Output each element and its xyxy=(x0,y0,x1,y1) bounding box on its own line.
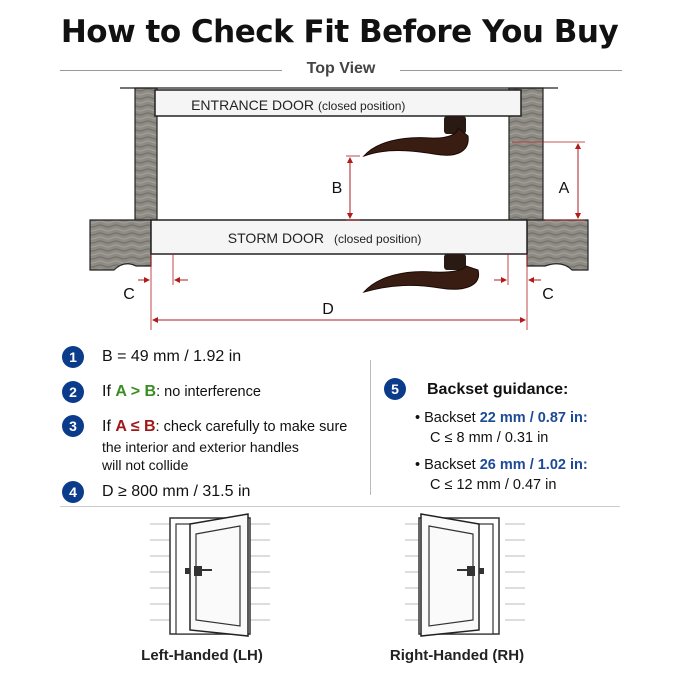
subtitle: Top View xyxy=(306,60,376,77)
spec-no-interference: If A > B: no interference xyxy=(102,383,261,400)
right-handed-caption: Right-Handed (RH) xyxy=(389,647,525,664)
dimension-c-left-label: C xyxy=(123,286,135,303)
step-2-badge: 2 xyxy=(62,381,84,403)
left-handed-door-icon xyxy=(150,513,270,637)
step-4-badge: 4 xyxy=(62,481,84,503)
spec-check-carefully: If A ≤ B: check carefully to make sure xyxy=(102,418,348,435)
backset-bullet-2-limit: C ≤ 12 mm / 0.47 in xyxy=(430,477,557,493)
subtitle-rule-right xyxy=(400,70,622,71)
entrance-door xyxy=(154,89,522,117)
entrance-door-note: (closed position) xyxy=(318,99,405,113)
storm-door-note: (closed position) xyxy=(334,232,421,246)
entrance-handle-icon xyxy=(362,126,469,158)
step-3-badge: 3 xyxy=(62,415,84,437)
storm-door xyxy=(150,219,528,255)
spec-b-value: B = 49 mm / 1.92 in xyxy=(102,348,242,365)
storm-frame-right xyxy=(526,219,589,271)
backset-bullet-2: • Backset 26 mm / 1.02 in: xyxy=(415,457,588,473)
dimension-c-right-label: C xyxy=(542,286,554,303)
dimension-a-label: A xyxy=(559,180,570,197)
column-divider xyxy=(370,360,371,495)
storm-handle-icon xyxy=(362,265,479,293)
spec-check-line2: the interior and exterior handles xyxy=(102,439,299,455)
backset-bullet-1: • Backset 22 mm / 0.87 in: xyxy=(415,410,588,426)
entrance-jamb-left xyxy=(134,87,158,222)
spec-d-value: D ≥ 800 mm / 31.5 in xyxy=(102,483,251,500)
subtitle-rule-left xyxy=(60,70,282,71)
storm-frame-left xyxy=(89,219,152,271)
dimension-b-label: B xyxy=(332,180,343,197)
entrance-door-label: ENTRANCE DOOR xyxy=(191,97,314,113)
dimension-d-label: D xyxy=(322,301,334,318)
subtitle-row: Top View xyxy=(60,58,622,82)
spec-check-line3: will not collide xyxy=(102,457,189,473)
storm-door-label: STORM DOOR xyxy=(228,230,324,246)
section-divider xyxy=(60,506,620,507)
page-title: How to Check Fit Before You Buy xyxy=(60,14,619,50)
backset-heading: Backset guidance: xyxy=(427,381,569,398)
left-handed-caption: Left-Handed (LH) xyxy=(141,647,263,664)
step-5-badge: 5 xyxy=(384,378,406,400)
right-handed-door-icon xyxy=(405,513,525,637)
backset-bullet-1-limit: C ≤ 8 mm / 0.31 in xyxy=(430,430,549,446)
step-1-badge: 1 xyxy=(62,346,84,368)
top-view-diagram: ENTRANCE DOOR (closed position) STORM DO… xyxy=(89,87,589,330)
